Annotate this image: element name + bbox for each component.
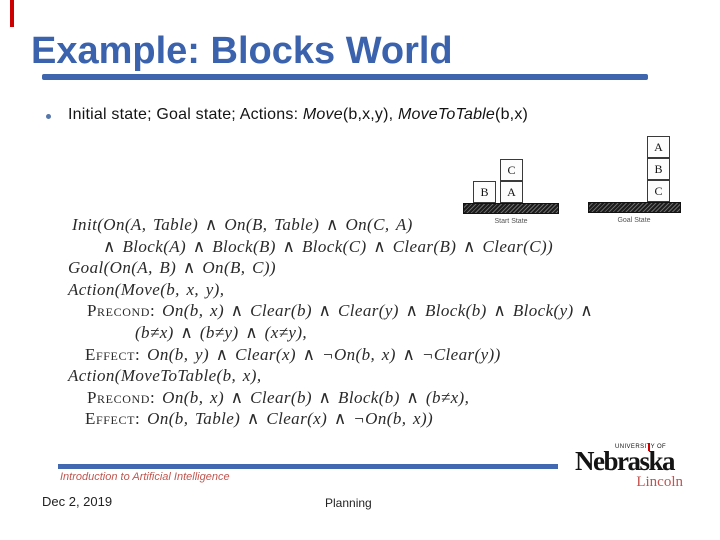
formula-line: Effect: On(b, y) ∧ Clear(x) ∧ ¬On(b, x) … <box>85 345 501 365</box>
bullet-icon <box>46 114 51 119</box>
start-state-label: Start State <box>494 218 528 225</box>
logo-column-icon <box>648 443 650 451</box>
text-segment: Init(On(A, Table) ∧ On(B, Table) ∧ On(C,… <box>72 215 413 234</box>
goal-state-label: Goal State <box>617 217 651 224</box>
footer-date: Dec 2, 2019 <box>42 494 113 509</box>
text-segment: MoveToTable <box>397 106 496 123</box>
text-segment: Action(MoveToTable(b, x), <box>68 366 262 386</box>
text-segment: On(b, x) ∧ Clear(b) ∧ Clear(y) ∧ Block(b… <box>162 301 594 321</box>
block-a-start: A <box>500 181 523 203</box>
block-c-goal: C <box>647 180 670 202</box>
text-segment: Goal(On(A, B) ∧ On(B, C)) <box>68 258 276 278</box>
text-segment: (b,x,y), <box>342 106 398 123</box>
block-b-start: B <box>473 181 496 203</box>
logo-wordmark: Nebraska <box>575 446 676 476</box>
footer-course-title: Introduction to Artificial Intelligence <box>60 471 230 483</box>
formula-line: Precond: On(b, x) ∧ Clear(b) ∧ Block(b) … <box>87 388 469 408</box>
title-underline <box>42 74 648 80</box>
text-segment: On(b, y) ∧ Clear(x) ∧ ¬On(b, x) ∧ ¬Clear… <box>147 344 501 364</box>
text-segment: Precond: <box>87 301 163 321</box>
formula-line: Action(Move(b, x, y), <box>68 280 224 300</box>
text-segment: Initial state; Goal state; Actions: <box>68 106 303 123</box>
formula-line: Init(On(A, Table) ∧ On(B, Table) ∧ On(C,… <box>72 215 413 235</box>
block-b-goal: B <box>647 158 670 180</box>
text-segment: Precond: <box>87 387 163 407</box>
bullet-text: Initial state; Goal state; Actions: Move… <box>68 106 528 124</box>
logo-campus: Lincoln <box>636 474 683 490</box>
block-c-start: C <box>500 159 523 181</box>
text-segment: (b,x) <box>495 106 529 123</box>
logo-tagline: UNIVERSITY OF <box>614 444 668 450</box>
formula-line: Precond: On(b, x) ∧ Clear(b) ∧ Clear(y) … <box>87 301 593 321</box>
text-segment: On(b, Table) ∧ Clear(x) ∧ ¬On(b, x)) <box>147 409 434 429</box>
block-a-goal: A <box>647 136 670 158</box>
formula-line: Action(MoveToTable(b, x), <box>68 366 261 386</box>
formula-line: ∧ Block(A) ∧ Block(B) ∧ Block(C) ∧ Clear… <box>103 237 553 257</box>
nebraska-logo: Nebraska UNIVERSITY OF Lincoln <box>575 441 685 493</box>
goal-table <box>588 202 681 213</box>
text-segment: ∧ Block(A) ∧ Block(B) ∧ Block(C) ∧ Clear… <box>103 236 554 256</box>
formula-line: Effect: On(b, Table) ∧ Clear(x) ∧ ¬On(b,… <box>85 409 433 429</box>
text-segment: Effect: <box>85 409 148 429</box>
footer-topic: Planning <box>325 496 372 510</box>
text-segment: (b≠x) ∧ (b≠y) ∧ (x≠y), <box>135 323 308 342</box>
start-table <box>463 203 559 214</box>
red-accent-bar <box>10 0 14 27</box>
text-segment: On(b, x) ∧ Clear(b) ∧ Block(b) ∧ (b≠x), <box>162 387 470 407</box>
bullet-item: Initial state; Goal state; Actions: Move… <box>46 106 528 124</box>
page-title: Example: Blocks World <box>31 30 453 72</box>
text-segment: Effect: <box>85 344 148 364</box>
text-segment: Action(Move(b, x, y), <box>68 279 225 299</box>
formula-line: (b≠x) ∧ (b≠y) ∧ (x≠y), <box>135 323 307 343</box>
formula-line: Goal(On(A, B) ∧ On(B, C)) <box>68 258 276 278</box>
footer-divider <box>58 464 558 469</box>
text-segment: Move <box>302 106 343 123</box>
